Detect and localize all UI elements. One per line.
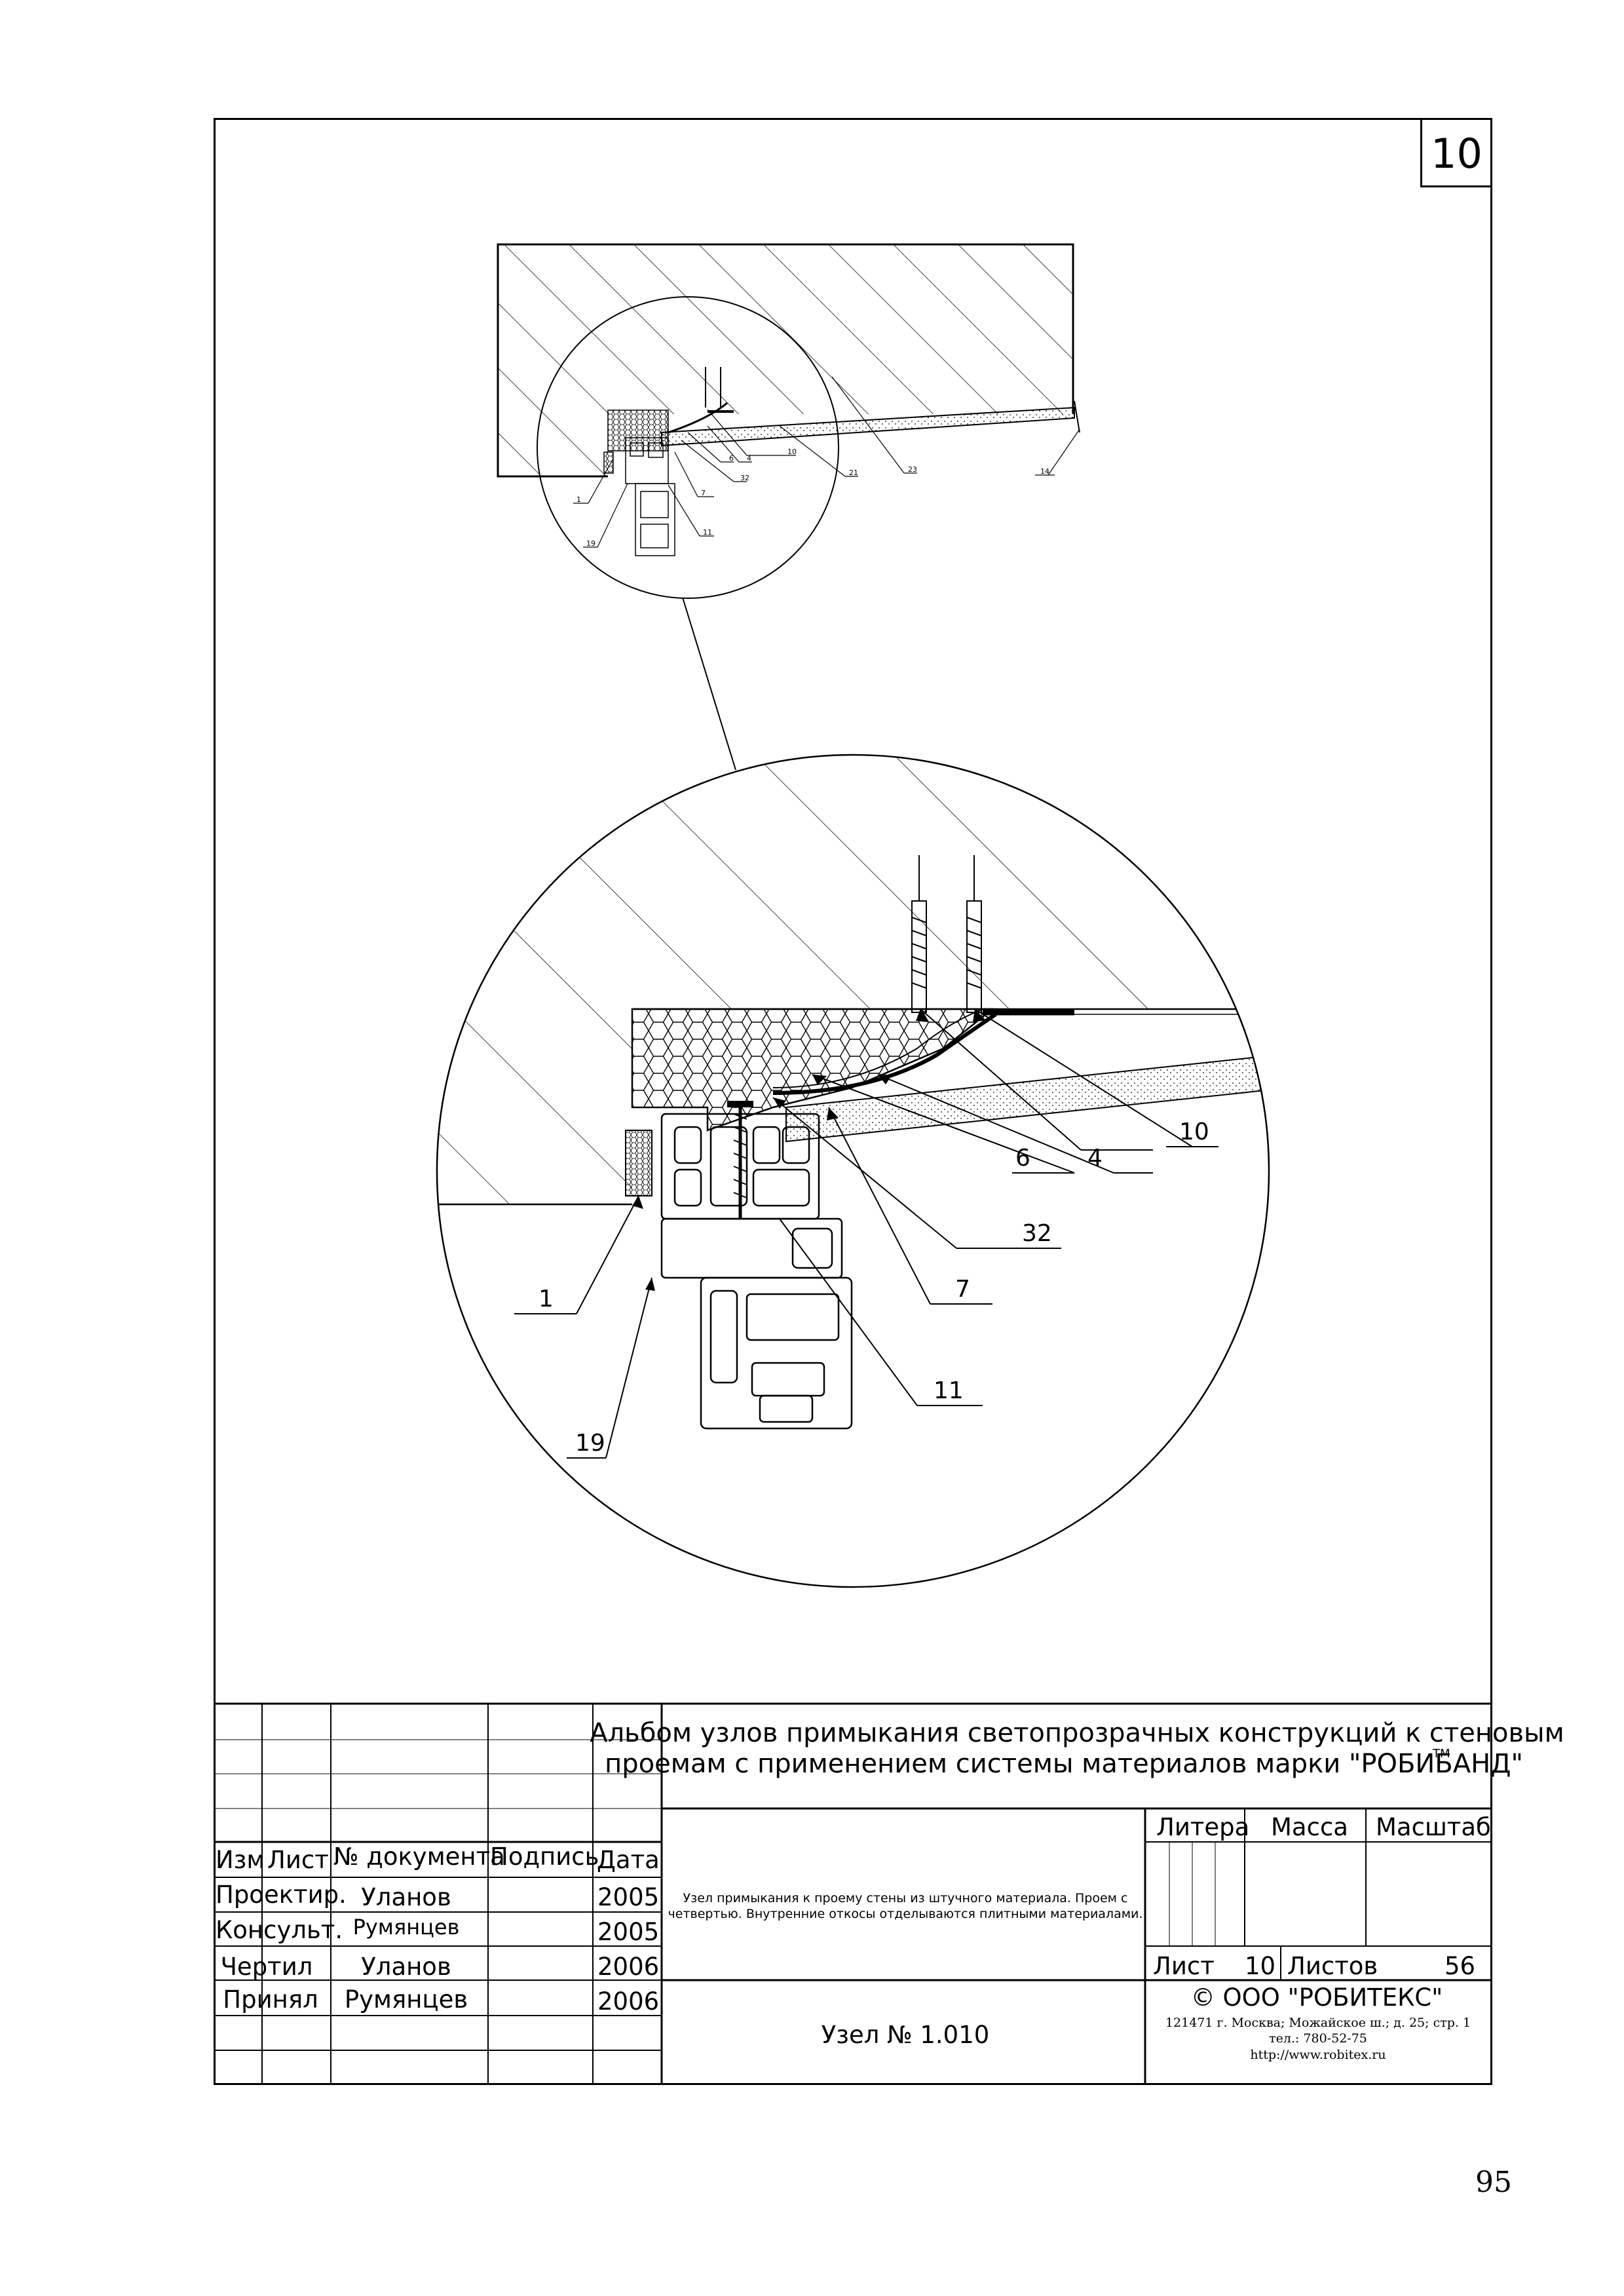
role-1: Консульт. xyxy=(216,1916,343,1944)
album-title-line1: Альбом узлов примыкания светопрозрачных … xyxy=(590,1718,1564,1748)
label-1: 1 xyxy=(538,1286,554,1312)
label-small-14: 14 xyxy=(1040,467,1049,476)
role-0: Проектир. xyxy=(216,1881,347,1909)
window-profile-small xyxy=(603,437,675,556)
label-small-19: 19 xyxy=(586,539,595,548)
header-list: Лист xyxy=(267,1846,329,1874)
company-address: 121471 г. Москва; Можайское ш.; д. 25; с… xyxy=(1165,2016,1471,2030)
detail-circle-large xyxy=(436,754,1270,1588)
date-3: 2006 xyxy=(597,1987,660,2016)
litera-label: Литера xyxy=(1156,1813,1250,1841)
company-name: © ООО "РОБИТЕКС" xyxy=(1190,1983,1443,2012)
page-number: 95 xyxy=(1475,2166,1512,2199)
list-value: 10 xyxy=(1245,1952,1276,1980)
label-small-4: 4 xyxy=(747,454,751,463)
label-small-7: 7 xyxy=(701,489,706,497)
name-3: Румянцев xyxy=(344,1985,468,2014)
massa-label: Масса xyxy=(1271,1813,1348,1841)
title-block-grid xyxy=(214,1702,1492,2085)
name-0: Уланов xyxy=(361,1883,451,1911)
name-2: Уланов xyxy=(361,1953,451,1981)
label-small-6: 6 xyxy=(729,454,734,463)
sheet-number: 10 xyxy=(1420,120,1491,187)
role-3: Принял xyxy=(223,1985,318,2014)
label-6: 6 xyxy=(1015,1145,1030,1172)
foam-insulation xyxy=(607,410,669,451)
header-doc-no: № документа xyxy=(333,1843,505,1871)
name-1: Румянцев xyxy=(352,1915,460,1940)
header-date: Дата xyxy=(597,1846,660,1874)
label-small-23: 23 xyxy=(908,465,917,474)
label-small-10: 10 xyxy=(787,448,797,456)
date-2: 2006 xyxy=(597,1953,660,1981)
sealing-tape-19 xyxy=(625,1130,652,1196)
drawing-frame xyxy=(214,118,1492,2085)
overview-drawing xyxy=(497,243,1080,771)
label-11: 11 xyxy=(934,1377,964,1404)
node-description: Узел примыкания к проему стены из штучно… xyxy=(668,1891,1143,1921)
listov-label: Листов xyxy=(1287,1952,1378,1980)
label-32: 32 xyxy=(1022,1220,1052,1247)
anchor-dowels xyxy=(911,855,982,1013)
album-title-line2: проемам с применением системы материалов… xyxy=(605,1749,1523,1779)
company-phone: тел.: 780-52-75 xyxy=(1269,2031,1367,2046)
slope-panel-large xyxy=(785,1054,1269,1143)
role-2: Чертил xyxy=(220,1953,313,1981)
listov-value: 56 xyxy=(1445,1952,1476,1980)
label-small-32: 32 xyxy=(740,474,749,482)
list-label: Лист xyxy=(1153,1952,1215,1980)
trademark: TM xyxy=(1433,1747,1450,1761)
label-small-21: 21 xyxy=(849,469,858,477)
foam-insulation-large xyxy=(631,1008,995,1132)
label-19: 19 xyxy=(575,1430,605,1457)
detail-circle-small xyxy=(537,296,839,599)
date-0: 2005 xyxy=(597,1883,660,1911)
header-signature: Подпись xyxy=(490,1843,599,1871)
label-7: 7 xyxy=(955,1276,970,1303)
label-4: 4 xyxy=(1087,1145,1103,1172)
label-small-1: 1 xyxy=(576,495,581,504)
label-small-11: 11 xyxy=(703,528,712,537)
node-number: Узел № 1.010 xyxy=(821,2021,990,2049)
label-10: 10 xyxy=(1179,1119,1209,1145)
masshtab-label: Масштаб xyxy=(1376,1813,1491,1841)
company-url: http://www.robitex.ru xyxy=(1250,2048,1386,2062)
header-izm: Изм xyxy=(216,1846,265,1874)
date-1: 2005 xyxy=(597,1918,660,1946)
